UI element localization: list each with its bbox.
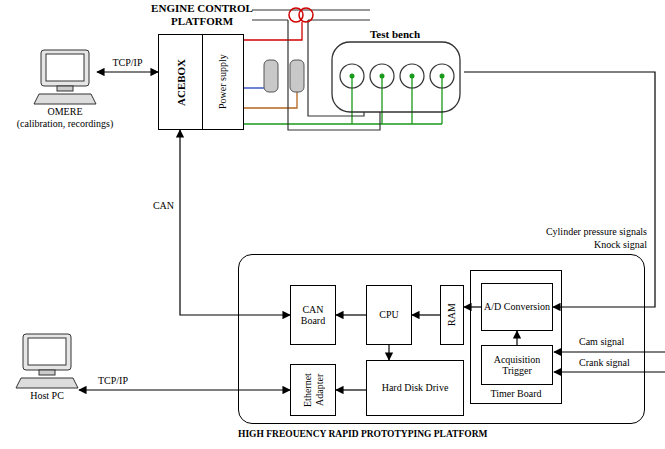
connector — [180, 130, 290, 315]
connector — [336, 389, 366, 390]
node-text: CPU — [379, 309, 398, 321]
connector — [464, 72, 655, 307]
adapter-box: Ethernet Adapter — [290, 364, 336, 416]
crank-signal-line — [554, 371, 665, 372]
monitor — [41, 50, 89, 86]
spark-plug — [440, 74, 445, 79]
spark-plug — [410, 74, 415, 79]
connector — [388, 345, 389, 360]
cylinder — [370, 64, 394, 88]
intake-manifold — [288, 20, 380, 130]
node-text: RAM — [446, 291, 458, 339]
board-box: Timer Board A/D ConversionAcquisition Tri… — [470, 270, 562, 404]
computer-node: Host PC — [2, 332, 92, 402]
screen — [28, 338, 66, 365]
platform-frame: ACEBOX — [158, 34, 244, 130]
computer-node: OMERE(calibration, recordings) — [2, 48, 128, 129]
computer-icon — [33, 48, 97, 106]
throttle-wire — [244, 22, 302, 40]
screen — [46, 54, 84, 81]
storage-box: Hard Disk Drive — [366, 360, 464, 416]
node-text: CAN Board — [293, 304, 333, 327]
throttle — [299, 8, 313, 22]
injector — [264, 60, 278, 92]
connector-label: TCP/IP — [97, 375, 129, 387]
node-text: OMERE — [48, 106, 83, 118]
process-box: CPU — [366, 285, 412, 345]
node-text: HIGH FREOUENCY RAPID PROTOTYPING PLATFOR… — [238, 429, 650, 440]
node-text: A/D Conversion — [484, 301, 550, 313]
monitor — [23, 334, 71, 370]
process-box: Acquisition Trigger — [481, 345, 553, 385]
connector — [464, 306, 481, 307]
prototyping-platform: HIGH FREOUENCY RAPID PROTOTYPING PLATFOR… — [238, 254, 650, 448]
connector — [97, 71, 158, 72]
signal-label: Crank signal — [578, 357, 631, 369]
connector — [412, 314, 440, 315]
connector — [336, 314, 366, 315]
injector — [290, 60, 304, 92]
power-supply-box: Power supply — [202, 34, 244, 130]
node-text: Host PC — [30, 390, 64, 402]
node-text: ENGINE CONTROL PLATFORM — [138, 2, 266, 28]
injector-wire — [244, 87, 264, 88]
process-box: CAN Board — [290, 285, 336, 345]
signal-label: Knock signal — [593, 239, 648, 251]
node-text: ACEBOX — [159, 35, 203, 129]
node-text: Acquisition Trigger — [484, 354, 550, 377]
keyboard — [34, 94, 96, 104]
memory-box: RAM — [440, 285, 464, 345]
engine-illustration — [252, 2, 464, 142]
cylinder — [430, 64, 454, 88]
keyboard — [16, 378, 78, 388]
spark-plug — [350, 74, 355, 79]
intake-pipe — [252, 10, 370, 20]
node-text: (calibration, recordings) — [17, 118, 114, 130]
spark-plug — [380, 74, 385, 79]
connector-label: TCP/IP — [111, 57, 143, 69]
stand — [39, 370, 55, 375]
node-text: Timer Board — [490, 388, 541, 400]
cylinder — [340, 64, 364, 88]
signal-label: Cylinder pressure signals — [545, 226, 648, 238]
connector — [516, 331, 517, 345]
connector — [79, 389, 290, 390]
engine-block — [332, 42, 460, 112]
injector-wire — [244, 92, 297, 108]
cylinder — [400, 64, 424, 88]
computer-icon — [15, 332, 79, 390]
node-text: Power supply — [217, 40, 229, 124]
connector-label: CAN — [152, 200, 175, 212]
node-text: Ethernet Adapter — [302, 370, 325, 410]
engine-test-bench: Test bench — [252, 2, 464, 142]
cam-signal-line — [554, 351, 665, 352]
node-text: Hard Disk Drive — [382, 382, 449, 394]
stand — [57, 86, 73, 91]
signal-label: Cam signal — [578, 336, 625, 348]
control-platform: ACEBOX ENGINE CONTROL PLATFORM Power suppl… — [138, 2, 266, 132]
process-box: A/D Conversion — [481, 283, 553, 331]
node-text: Test bench — [370, 28, 420, 41]
